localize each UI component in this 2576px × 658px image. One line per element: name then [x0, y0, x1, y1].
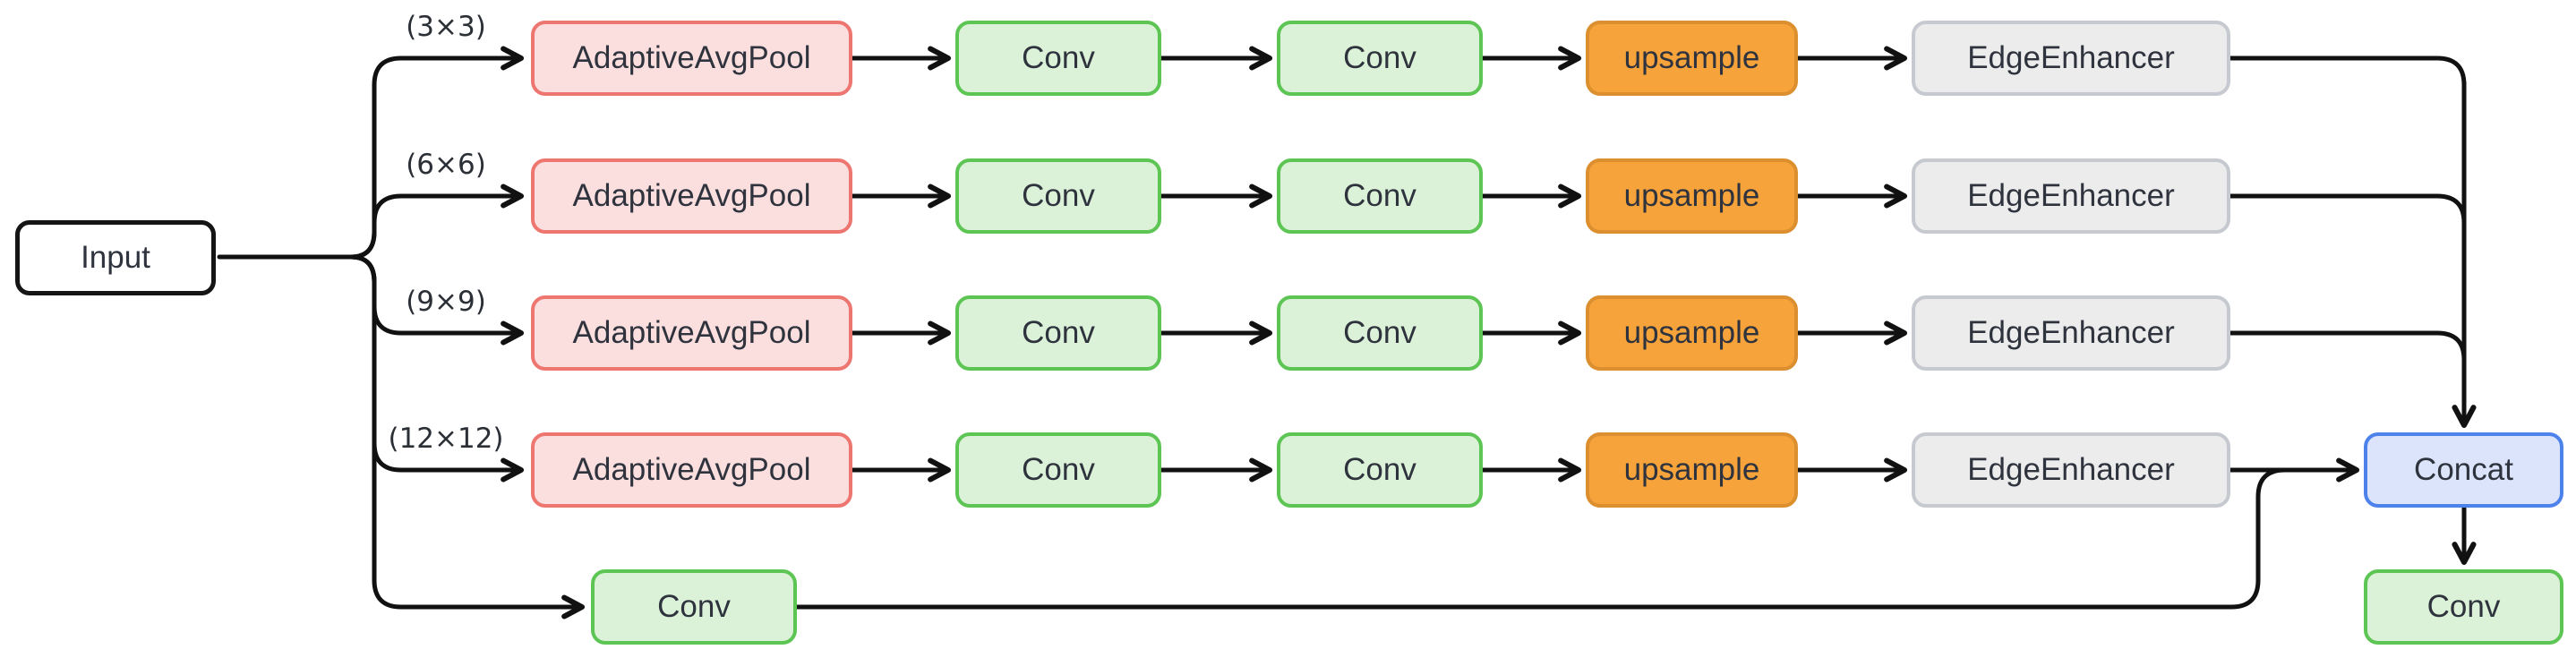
upsample-node: upsample: [1586, 21, 1798, 96]
edge-enhancer-merge-1: [2228, 56, 2467, 88]
edge-enhancer-node: EdgeEnhancer: [1912, 432, 2230, 508]
adaptive-avg-pool-node: AdaptiveAvgPool: [531, 158, 852, 234]
edge-enhancer-node: EdgeEnhancer: [1912, 21, 2230, 96]
output-conv-node: Conv: [2364, 569, 2563, 645]
branch-pool-size-label: (9×9): [406, 286, 486, 318]
concat-node: Concat: [2364, 432, 2563, 508]
branch-pool-size-label: (6×6): [406, 149, 486, 181]
edge-shortcut-merge: [794, 467, 2336, 610]
conv-node: Conv: [1277, 432, 1483, 508]
input-node: Input: [15, 220, 216, 295]
edge-enhancer-merge-3: [2228, 330, 2467, 363]
conv-node: Conv: [955, 158, 1161, 234]
conv-node: Conv: [1277, 295, 1483, 371]
conv-node: Conv: [955, 432, 1161, 508]
conv-node: Conv: [1277, 158, 1483, 234]
conv-node: Conv: [955, 21, 1161, 96]
adaptive-avg-pool-node: AdaptiveAvgPool: [531, 21, 852, 96]
upsample-node: upsample: [1586, 158, 1798, 234]
edge-enhancer-node: EdgeEnhancer: [1912, 295, 2230, 371]
edge-enhancer-node: EdgeEnhancer: [1912, 158, 2230, 234]
shortcut-conv-node: Conv: [591, 569, 797, 645]
edge-branch-2: [348, 184, 525, 260]
adaptive-avg-pool-node: AdaptiveAvgPool: [531, 432, 852, 508]
branch-pool-size-label: (3×3): [406, 11, 486, 43]
upsample-node: upsample: [1586, 432, 1798, 508]
branch-pool-size-label: (12×12): [388, 423, 504, 455]
upsample-node: upsample: [1586, 295, 1798, 371]
conv-node: Conv: [1277, 21, 1483, 96]
edge-enhancer-merge-2: [2228, 193, 2467, 226]
adaptive-avg-pool-node: AdaptiveAvgPool: [531, 295, 852, 371]
edge-branch-shortcut: [348, 254, 586, 620]
conv-node: Conv: [955, 295, 1161, 371]
